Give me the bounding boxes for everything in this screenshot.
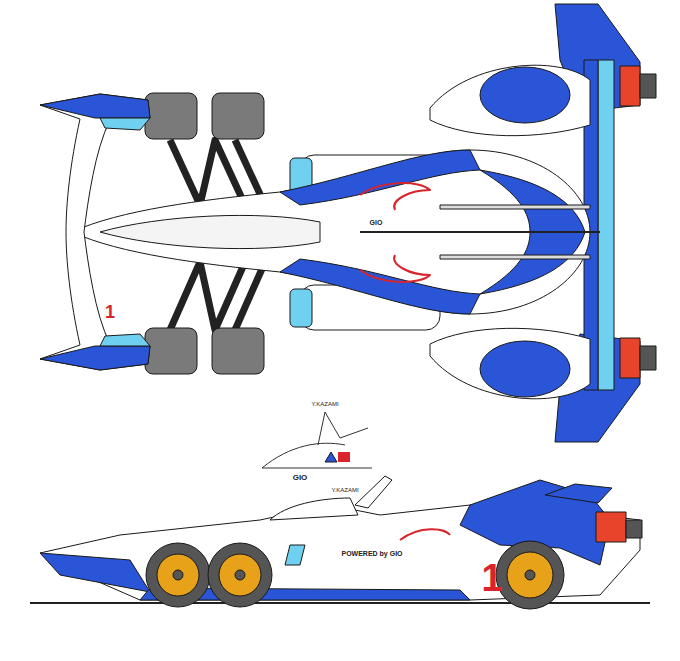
sponsor-logo: GIO [370, 219, 383, 226]
car-number: 1 [105, 303, 115, 321]
sponsor-logo: GIO [293, 474, 308, 482]
car-number: 1 [481, 559, 502, 597]
sponsor-text: POWERED by GIO [341, 550, 402, 557]
driver-name: Y.KAZAMI [331, 487, 358, 493]
driver-name: Y.KAZAMI [311, 401, 338, 407]
